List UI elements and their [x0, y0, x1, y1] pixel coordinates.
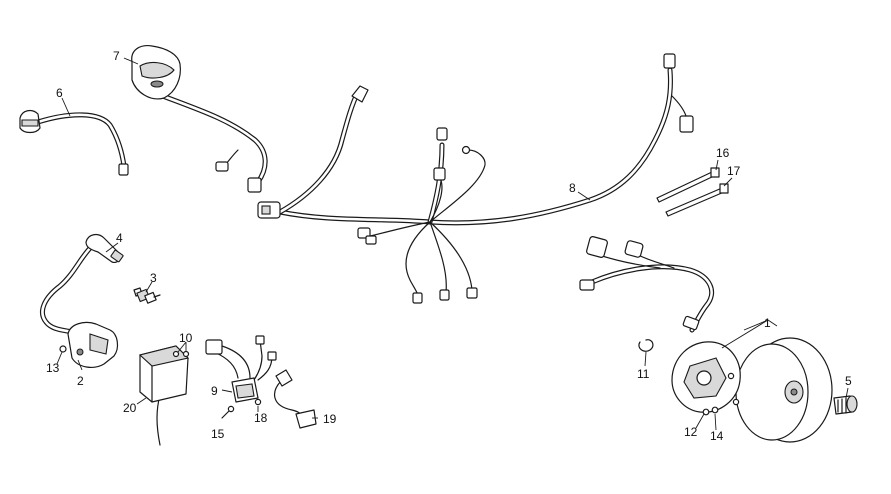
main-wiring-harness-part	[257, 53, 694, 304]
cap-lead-part	[19, 109, 129, 176]
callout-19: 19	[323, 412, 337, 426]
ht-lead-part	[40, 233, 124, 335]
callout-2: 2	[77, 374, 84, 388]
cable-tie-17-part	[665, 183, 729, 217]
connector-19-part	[274, 369, 317, 429]
screws-10-part	[172, 350, 190, 358]
callout-7: 7	[113, 49, 120, 63]
callout-17: 17	[727, 164, 741, 178]
callout-10: 10	[179, 331, 193, 345]
callout-3: 3	[150, 271, 157, 285]
callout-13: 13	[46, 361, 60, 375]
clip-11-part	[638, 339, 654, 352]
cable-tie-16-part	[656, 167, 720, 203]
screw-12-part	[702, 408, 710, 416]
callout-8: 8	[569, 181, 576, 195]
screw-13-part	[59, 345, 67, 353]
callout-labels: 1 2 3 4 5 6 7 8 9 10 11 12 13 14 15 16 1…	[46, 49, 852, 443]
screw-14-part	[711, 372, 740, 414]
cdi-unit-part	[138, 345, 190, 446]
voltage-regulator-part	[205, 335, 277, 403]
flywheel-nut-part	[833, 395, 858, 415]
callout-14: 14	[710, 429, 724, 443]
stator-flywheel-part	[579, 236, 833, 443]
callout-1: 1	[764, 316, 771, 330]
spark-plug-part	[133, 287, 161, 304]
callout-18: 18	[254, 411, 268, 425]
callout-9: 9	[211, 384, 218, 398]
callout-11: 11	[637, 367, 650, 381]
ignition-coil-part	[67, 321, 119, 368]
handlebar-switch-part	[131, 45, 268, 193]
callout-20: 20	[123, 401, 137, 415]
callout-15: 15	[211, 427, 225, 441]
callout-12: 12	[684, 425, 698, 439]
leader-lines	[56, 57, 849, 431]
screw-15-part	[221, 405, 235, 419]
screw-18-part	[254, 398, 262, 406]
callout-5: 5	[845, 374, 852, 388]
callout-4: 4	[116, 231, 123, 245]
callout-6: 6	[56, 86, 63, 100]
callout-16: 16	[716, 146, 730, 160]
